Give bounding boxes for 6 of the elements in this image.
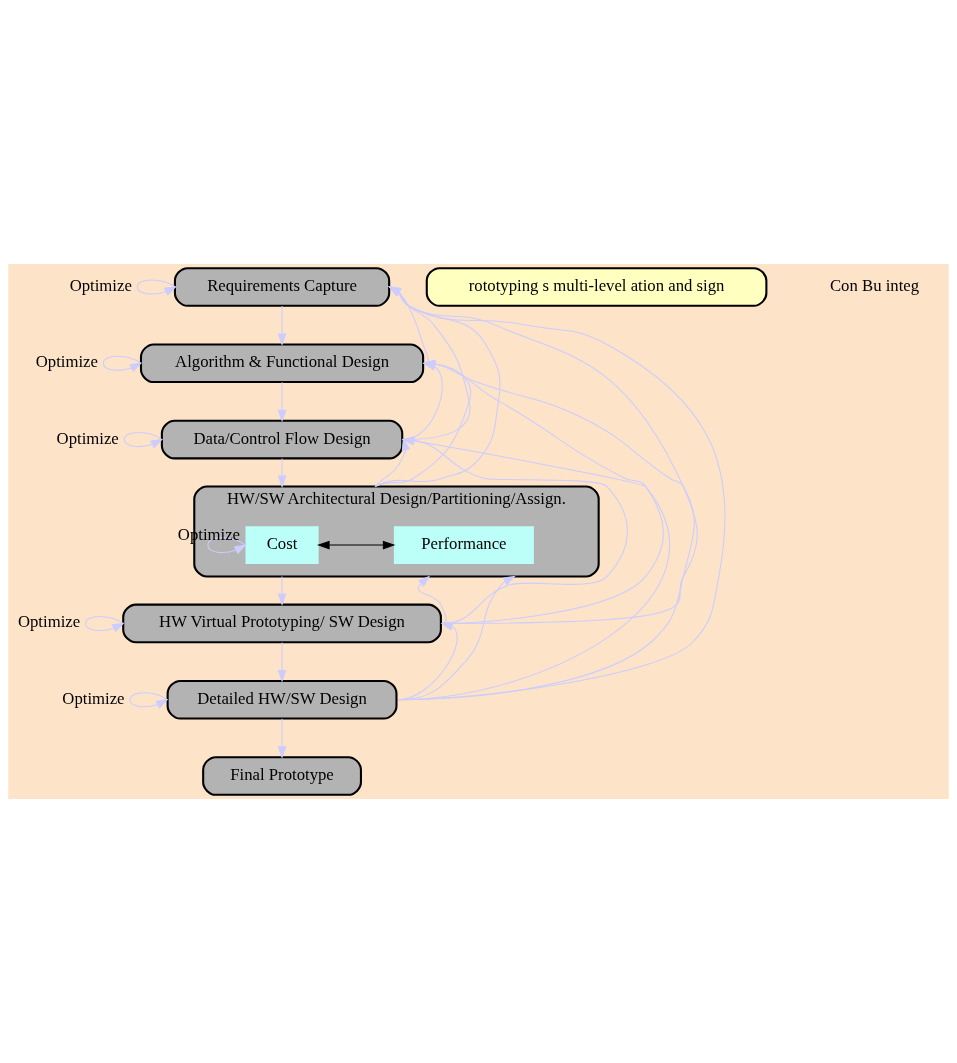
label: Con Bu integ	[829, 275, 920, 295]
edge-label: Optimize	[62, 688, 125, 708]
edge-label: Optimize	[69, 275, 132, 295]
edge-label: Optimize	[56, 428, 119, 448]
edge-label: Optimize	[17, 612, 81, 632]
edge-label: Optimize	[35, 352, 98, 372]
